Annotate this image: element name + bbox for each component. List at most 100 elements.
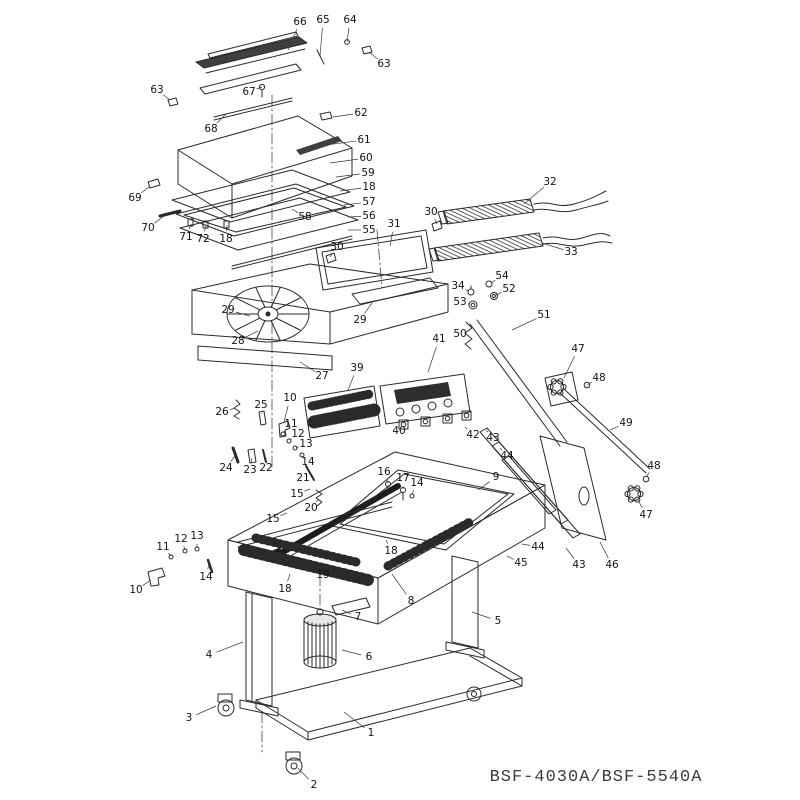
leader-line bbox=[523, 186, 545, 205]
callout-label: 39 bbox=[350, 362, 363, 374]
callout-label: 21 bbox=[296, 472, 309, 484]
callout-label: 23 bbox=[243, 464, 256, 476]
leader-line bbox=[511, 318, 537, 331]
leader-line bbox=[263, 455, 266, 461]
callout-label: 64 bbox=[343, 14, 357, 26]
leader-line bbox=[347, 216, 362, 218]
leader-line bbox=[499, 447, 502, 451]
callout-label: 67 bbox=[242, 86, 255, 98]
motor bbox=[303, 597, 371, 669]
leader-line bbox=[297, 767, 309, 780]
fan-assembly bbox=[191, 263, 449, 371]
callout-label: 40 bbox=[392, 425, 405, 437]
leader-line bbox=[609, 425, 619, 431]
work-table bbox=[227, 451, 546, 625]
callout-label: 66 bbox=[293, 16, 307, 28]
callout-label: 71 bbox=[179, 231, 192, 243]
callout-label: 56 bbox=[362, 210, 376, 222]
leader-line bbox=[196, 705, 217, 716]
callout-label: 14 bbox=[199, 571, 213, 583]
callout-label: 34 bbox=[451, 280, 465, 292]
mid-small-parts bbox=[231, 399, 323, 507]
hood-cover bbox=[177, 115, 353, 219]
leader-line bbox=[427, 346, 437, 373]
leader-line bbox=[307, 470, 310, 473]
side-plate-assembly bbox=[479, 371, 651, 541]
callout-label: 12 bbox=[291, 428, 304, 440]
callout-label: 12 bbox=[174, 533, 187, 545]
callout-label: 2 bbox=[311, 779, 318, 791]
leader-line bbox=[283, 405, 289, 423]
model-title: BSF-4030A/BSF-5540A bbox=[490, 768, 703, 787]
frame-stack bbox=[171, 169, 359, 270]
callout-label: 15 bbox=[266, 513, 279, 525]
callout-label: 62 bbox=[354, 107, 367, 119]
leader-line bbox=[204, 224, 207, 232]
callout-label: 33 bbox=[564, 246, 577, 258]
callout-label: 4 bbox=[206, 649, 213, 661]
leader-line bbox=[283, 429, 286, 433]
leader-line bbox=[244, 330, 259, 338]
callout-label: 11 bbox=[284, 418, 297, 430]
callout-label: 46 bbox=[605, 559, 619, 571]
leader-line bbox=[586, 381, 593, 386]
callout-label: 1 bbox=[368, 727, 375, 739]
callout-label: 41 bbox=[432, 333, 445, 345]
leader-line bbox=[521, 543, 531, 546]
heating-rollers bbox=[428, 190, 613, 262]
leader-line bbox=[295, 446, 299, 449]
callout-label: 52 bbox=[502, 283, 515, 295]
leader-line bbox=[391, 573, 407, 595]
leader-line bbox=[316, 498, 320, 503]
callout-label: 43 bbox=[486, 432, 499, 444]
callout-label: 65 bbox=[316, 14, 329, 26]
leader-line bbox=[289, 438, 292, 441]
callout-label: 72 bbox=[196, 233, 209, 245]
callout-label: 24 bbox=[219, 462, 233, 474]
leader-line bbox=[141, 185, 151, 194]
leader-line bbox=[464, 289, 469, 292]
callout-label: 18 bbox=[278, 583, 291, 595]
callout-label: 60 bbox=[359, 152, 372, 164]
leader-line bbox=[216, 113, 227, 124]
leader-line bbox=[341, 609, 351, 615]
leader-line bbox=[329, 253, 333, 258]
callout-label: 53 bbox=[453, 296, 466, 308]
leader-line bbox=[183, 546, 186, 551]
callout-label: 29 bbox=[353, 314, 366, 326]
leader-line bbox=[280, 512, 288, 517]
leader-line bbox=[142, 579, 152, 586]
callout-label: 7 bbox=[355, 611, 362, 623]
callout-label: 61 bbox=[357, 134, 370, 146]
callout-label: 68 bbox=[204, 123, 217, 135]
leader-line bbox=[386, 479, 389, 484]
callout-label: 20 bbox=[304, 502, 317, 514]
callout-label: 17 bbox=[396, 472, 409, 484]
rear-frame bbox=[315, 220, 443, 291]
callout-label: 44 bbox=[500, 450, 514, 462]
leader-line bbox=[464, 426, 468, 430]
leader-line bbox=[154, 215, 165, 224]
callout-label: 45 bbox=[514, 557, 527, 569]
callout-label: 18 bbox=[362, 181, 375, 193]
callout-label: 48 bbox=[647, 460, 660, 472]
leader-line bbox=[287, 573, 291, 582]
leader-line bbox=[332, 113, 354, 118]
leader-line bbox=[216, 641, 244, 653]
control-panels bbox=[303, 373, 472, 439]
leader-line bbox=[304, 488, 311, 492]
callout-label: 28 bbox=[231, 335, 244, 347]
leader-line bbox=[599, 541, 609, 559]
leader-line bbox=[490, 279, 496, 284]
centerlines bbox=[261, 94, 383, 753]
callout-label: 51 bbox=[537, 309, 550, 321]
callout-label: 15 bbox=[290, 488, 303, 500]
leader-line bbox=[411, 490, 415, 495]
leader-line bbox=[299, 361, 316, 373]
callout-label: 55 bbox=[362, 224, 375, 236]
leader-line bbox=[256, 86, 263, 90]
callout-label: 59 bbox=[361, 167, 374, 179]
stand-and-base bbox=[217, 555, 523, 775]
callout-label: 63 bbox=[377, 58, 390, 70]
